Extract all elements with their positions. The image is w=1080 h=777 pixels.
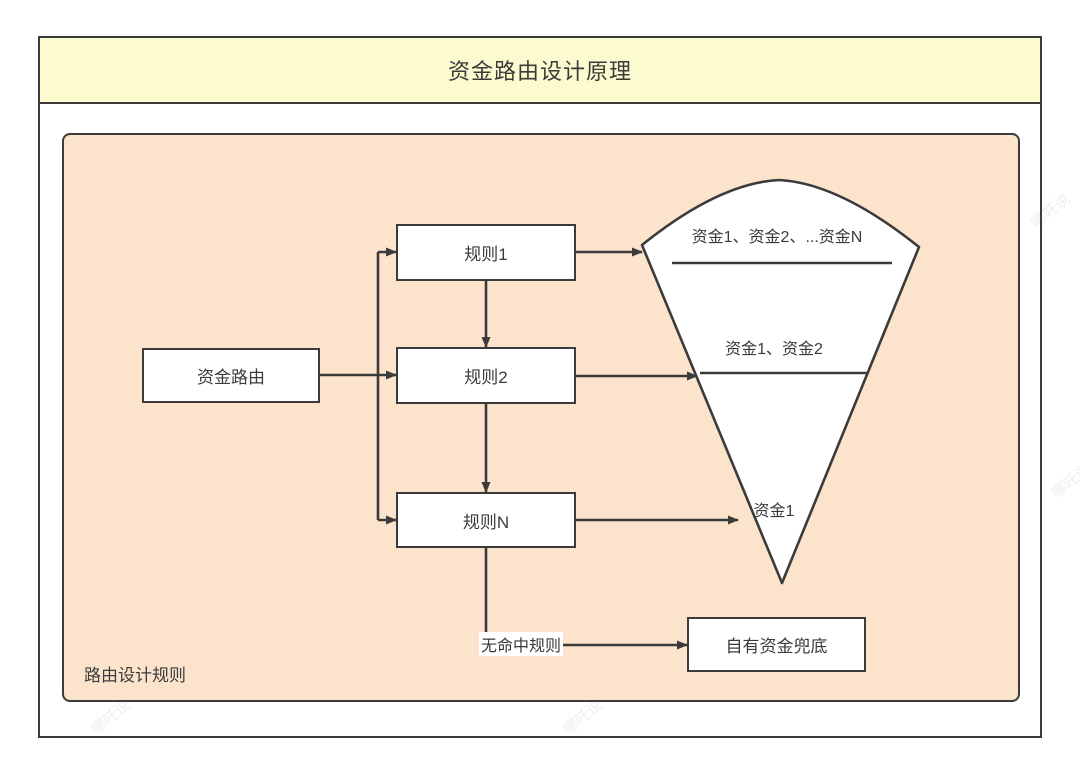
funnel-tier-3-label: 资金1 [753,503,795,520]
funnel-tier-2-label: 资金1、资金2 [725,341,823,358]
edge-label-no-match-rule: 无命中规则 [479,632,564,656]
node-funds-routing[interactable]: 资金路由 [142,348,320,403]
edge-rule-n-to-fallback [484,548,688,650]
node-rule-1[interactable]: 规则1 [396,224,576,281]
panel-caption: 路由设计规则 [84,666,186,685]
diagram-title-bar: 资金路由设计原理 [40,38,1040,104]
node-rule-n[interactable]: 规则N [396,492,576,548]
connector-layer [320,247,739,650]
rule-design-panel: 资金1、资金2、...资金N 资金1、资金2 资金1 资金路由 规则1 规则2 … [62,133,1020,702]
funnel-shape-layer [640,178,921,585]
watermark: 哪吒说 [1048,460,1080,502]
page-title: 资金路由设计原理 [447,59,632,84]
node-own-funds-fallback[interactable]: 自有资金兜底 [687,617,866,672]
node-rule-2[interactable]: 规则2 [396,347,576,404]
funnel-tier-1-label: 资金1、资金2、...资金N [691,229,863,246]
diagram-frame: 资金路由设计原理 [38,36,1042,738]
